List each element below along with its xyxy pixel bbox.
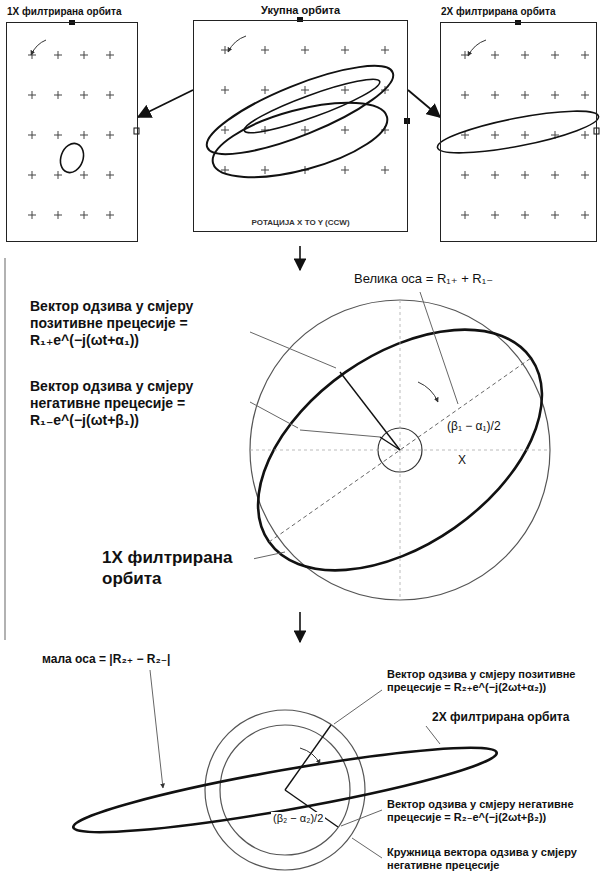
annotation-label: (β₂ − α₂)/2 bbox=[271, 812, 325, 825]
negative-circle bbox=[220, 725, 350, 855]
rotation-arrow bbox=[31, 40, 46, 55]
plot-caption: РОТАЦИЈА X TO Y (CCW) bbox=[194, 218, 407, 227]
flow-arrow bbox=[299, 246, 301, 270]
rotation-arrow bbox=[228, 36, 246, 52]
orbit-total bbox=[205, 88, 394, 193]
orbit-plot-box: 1X филтрирана орбита bbox=[6, 22, 138, 242]
annotation-label: X bbox=[456, 453, 468, 468]
leader-line bbox=[341, 810, 382, 826]
annotation-label: Вектор одзива у смјеру негативне прецеси… bbox=[385, 798, 601, 825]
leader-line bbox=[250, 402, 298, 428]
leader-line bbox=[300, 430, 380, 437]
marker-square bbox=[134, 128, 139, 134]
flow-arrow bbox=[299, 612, 301, 642]
filter-arrow bbox=[408, 90, 440, 117]
angle-arrow bbox=[418, 382, 438, 402]
annotation-label: мала оса = |R₂₊ − R₂₋| bbox=[40, 652, 172, 667]
annotation-label: 1X филтрирана орбита bbox=[100, 548, 254, 589]
leader-line bbox=[352, 838, 382, 858]
annotation-label: 2X филтрирана орбита bbox=[430, 710, 571, 725]
annotation-label: Кружница вектора одзива у смјеру негатив… bbox=[385, 846, 601, 873]
positive-vector bbox=[285, 725, 331, 790]
orbit-1x bbox=[214, 280, 585, 619]
plot-heading: Укупна орбита bbox=[194, 4, 407, 16]
annotation-label: (β₁ − α₁)/2 bbox=[445, 419, 503, 434]
positive-vector bbox=[340, 372, 400, 450]
orbit-2x bbox=[70, 733, 500, 847]
annotation-label: Вектор одзива у смјеру позитивне прецеси… bbox=[28, 298, 247, 349]
plot-heading: 1X филтрирана орбита bbox=[7, 6, 137, 17]
marker-square bbox=[404, 118, 410, 124]
grid-crosses bbox=[450, 35, 595, 235]
leader-line bbox=[334, 690, 382, 724]
annotation-label: Велика оса = R₁₊ + R₁₋ bbox=[352, 271, 495, 287]
annotation-label: Вектор одзива у смјеру негативне прецеси… bbox=[28, 378, 247, 429]
leader-line bbox=[426, 726, 440, 744]
side-rule bbox=[4, 258, 6, 640]
grid-crosses bbox=[20, 35, 130, 235]
orbit-plot-box: Укупна орбитаРОТАЦИЈА X TO Y (CCW) bbox=[193, 20, 408, 232]
negative-vector bbox=[380, 437, 400, 450]
angle-arrow bbox=[300, 748, 320, 764]
orbit-2x bbox=[435, 103, 601, 162]
positive-circle bbox=[250, 300, 550, 600]
leader-line bbox=[420, 292, 458, 404]
leader-line bbox=[250, 332, 336, 368]
plot-heading: 2X филтрирана орбита bbox=[441, 6, 596, 17]
orbit-plot-box: 2X филтрирана орбита bbox=[440, 22, 597, 242]
annotation-label: Вектор одзива у смјеру позитивне прецеси… bbox=[385, 668, 601, 695]
filter-arrow bbox=[138, 90, 193, 117]
leader-line bbox=[150, 670, 163, 788]
positive-circle bbox=[205, 710, 365, 870]
orbit-1x bbox=[57, 140, 88, 176]
rotation-arrow bbox=[468, 40, 486, 56]
